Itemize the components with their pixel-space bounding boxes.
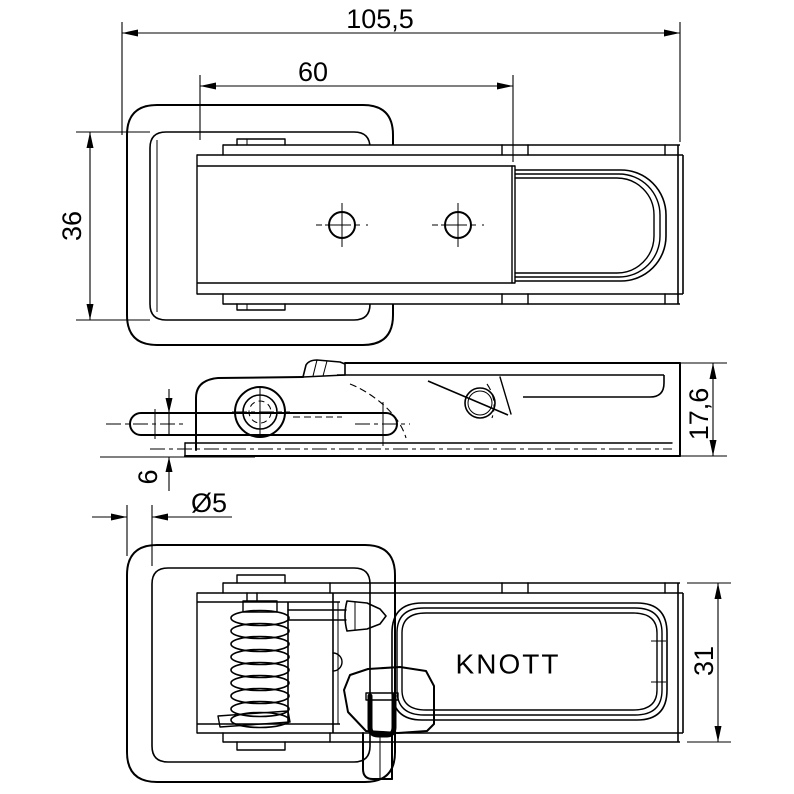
buckle-frame-outline <box>126 104 394 346</box>
dimension-rod-offset: 6 <box>100 389 255 491</box>
dim-side-height-label: 17,6 <box>684 388 714 441</box>
dimension-arrow <box>86 304 94 320</box>
dimension-plate-height: 31 <box>687 582 731 743</box>
coil-spring <box>217 609 291 729</box>
dimension-slide-plate-length: 60 <box>199 57 514 162</box>
top-bar <box>337 362 681 457</box>
spring-pin <box>287 600 387 632</box>
lever-plate <box>293 376 512 439</box>
dimension-arrow <box>165 398 173 413</box>
dimension-arrow <box>714 583 722 599</box>
spring-seat <box>217 710 291 728</box>
slide-plate-fill <box>197 145 683 304</box>
mounting-hole-left <box>316 203 368 247</box>
dimension-arrow <box>709 363 717 379</box>
mounting-hole-right <box>432 203 484 247</box>
lever-hole <box>464 387 496 419</box>
dim-wire-diameter-label: Ø5 <box>191 488 227 518</box>
dimension-arrow <box>86 132 94 148</box>
dimension-arrow <box>152 513 168 521</box>
dimension-side-height: 17,6 <box>668 362 727 457</box>
side-view <box>106 359 681 457</box>
knott-plate: KNOTT <box>391 602 668 721</box>
latch-slot <box>514 169 667 282</box>
spring-chamber <box>242 592 343 733</box>
slide-plate-tabs <box>236 138 286 311</box>
dimension-arrow <box>111 513 127 521</box>
dimension-arrow <box>200 82 216 90</box>
base-plate <box>150 442 681 457</box>
release-tab <box>302 359 346 378</box>
buckle-frame-outline-bottom <box>126 544 396 783</box>
dimension-arrow <box>714 726 722 742</box>
buckle-frame-inner <box>149 131 371 321</box>
brand-label: KNOTT <box>456 649 561 680</box>
dimension-wire-diameter: Ø5 <box>92 488 232 566</box>
dimension-frame-height: 36 <box>57 131 150 321</box>
slide-plate-edges <box>196 144 684 305</box>
dimension-arrow <box>709 440 717 456</box>
dim-rod-offset-label: 6 <box>133 469 163 484</box>
lever-body-outline <box>195 376 304 451</box>
dim-slide-plate-length-label: 60 <box>298 57 328 87</box>
dimension-arrow <box>165 457 173 472</box>
hook-lever <box>343 666 435 780</box>
top-view <box>126 104 684 346</box>
dimension-arrow <box>122 29 138 37</box>
dim-overall-length-label: 105,5 <box>346 4 414 34</box>
slide-plate-edges-bottom <box>196 574 684 751</box>
dimension-arrow <box>664 29 680 37</box>
dim-plate-height-label: 31 <box>689 646 719 676</box>
dimension-arrow <box>497 82 513 90</box>
dimension-overall-length: 105,5 <box>121 4 681 142</box>
buckle-frame-inner-bottom <box>151 567 371 763</box>
bottom-view: KNOTT <box>126 544 684 783</box>
hook-section <box>367 693 397 738</box>
dim-frame-height-label: 36 <box>57 211 87 241</box>
